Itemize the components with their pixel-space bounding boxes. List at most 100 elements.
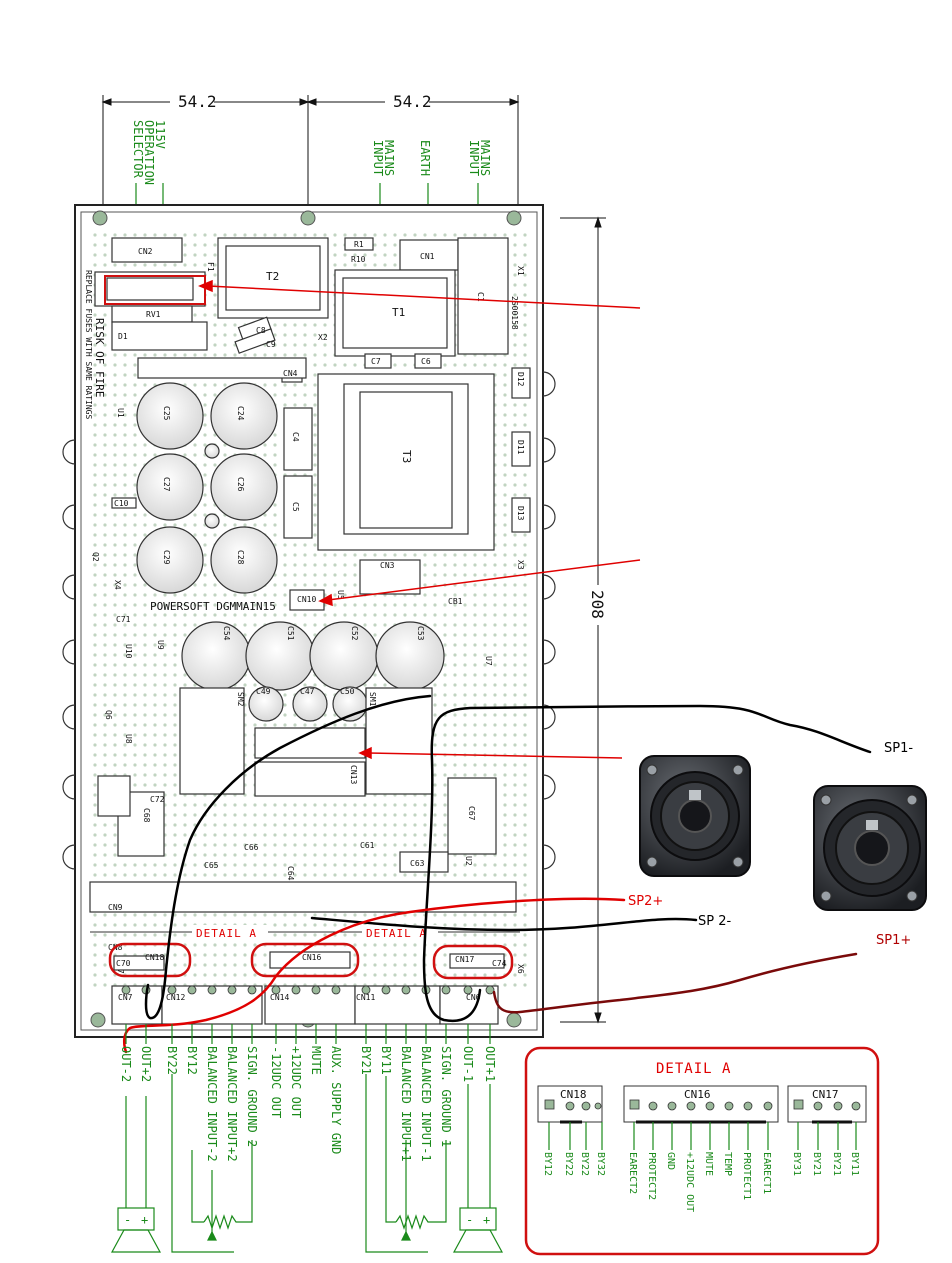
- label-u5: U5: [336, 590, 345, 600]
- annotation-sp2-plus: SP2+: [628, 894, 663, 909]
- annotation-sp2-minus: SP 2-: [698, 914, 731, 929]
- operation-selector-label-3: SELECTOR: [131, 120, 145, 179]
- bottom-label-texts: OUT-2 OUT+2 BY22 BY12 BALANCED INPUT-2 B…: [119, 1046, 497, 1162]
- dimension-height: 208: [588, 590, 607, 619]
- speaker-right-minus: -: [466, 1213, 473, 1227]
- warning-text: RISK OF FIRE: [93, 318, 106, 397]
- terminal-label: SIGN. GROUND 1: [439, 1046, 453, 1147]
- label-t1: T1: [392, 306, 405, 319]
- detail-pin-label: PROTECT1: [741, 1152, 752, 1200]
- label-c54: C54: [222, 626, 231, 641]
- operation-selector-label-1: 115V: [153, 120, 167, 149]
- detail-pin-label: BY21: [831, 1152, 842, 1176]
- label-u10: U10: [124, 644, 133, 659]
- label-cn14: CN14: [270, 993, 289, 1002]
- label-cn4: CN4: [283, 369, 298, 378]
- terminal-label: BALANCED INPUT+2: [225, 1046, 239, 1162]
- board-name: POWERSOFT DGMMAIN15: [150, 600, 276, 613]
- terminal-label: BALANCED INPUT-2: [205, 1046, 219, 1162]
- label-part-code: 2S00158: [510, 296, 519, 330]
- terminal-label: SIGN. GROUND 2: [245, 1046, 259, 1147]
- label-c47: C47: [300, 687, 315, 696]
- label-c26: C26: [236, 477, 245, 492]
- label-sm2: SM2: [236, 692, 245, 707]
- capacitor-bank: [136, 382, 445, 722]
- label-q2: Q2: [91, 552, 100, 562]
- terminal-label: +12UDC OUT: [289, 1046, 303, 1118]
- detail-highlights: [108, 942, 514, 980]
- label-d12: D12: [516, 372, 525, 387]
- label-c25: C25: [162, 406, 171, 421]
- label-c8: C8: [256, 326, 266, 335]
- label-t2: T2: [266, 270, 279, 283]
- annotation-sp1-minus: SP1-: [884, 741, 913, 756]
- label-x3: X3: [516, 560, 525, 570]
- label-d11: D11: [516, 440, 525, 455]
- detail-a-box: DETAIL A CN18 CN16 CN17: [524, 1046, 880, 1256]
- detail-cn16-label: CN16: [684, 1088, 711, 1101]
- detail-pin-label: BY22: [579, 1152, 590, 1176]
- detail-pin-label: TEMP: [722, 1152, 733, 1176]
- wire-sp1-minus: [422, 704, 872, 1023]
- label-u1: U1: [116, 408, 125, 418]
- label-c28: C28: [236, 550, 245, 565]
- terminal-label: OUT+1: [483, 1046, 497, 1082]
- speaker-right-plus: +: [483, 1213, 490, 1227]
- label-x1: X1: [516, 266, 525, 276]
- label-c68: C68: [142, 808, 151, 823]
- detail-pin-label: BY12: [542, 1152, 553, 1176]
- label-cn11: CN11: [356, 993, 375, 1002]
- dimension-top-right: 54.2: [393, 92, 432, 111]
- terminal-label: BY21: [359, 1046, 373, 1075]
- label-c6: C6: [421, 357, 431, 366]
- earth-label: EARTH: [418, 140, 432, 176]
- terminal-label: BALANCED INPUT-1: [419, 1046, 433, 1162]
- detail-pin-label: BY31: [791, 1152, 802, 1176]
- wire-sp2-minus: [310, 916, 698, 932]
- label-cn13: CN13: [349, 765, 358, 784]
- label-x4: X4: [113, 580, 122, 590]
- pointer-arrows: [198, 279, 641, 760]
- label-cn9: CN9: [108, 903, 123, 912]
- pcb-board: F1 RISK OF FIRE REPLACE FUSES WITH SAME …: [62, 204, 556, 1038]
- label-c53: C53: [416, 626, 425, 641]
- detail-pin-label: EARECT1: [761, 1152, 772, 1194]
- detail-cn18-label: CN18: [560, 1088, 587, 1101]
- label-t3: T3: [400, 450, 413, 463]
- label-c10: C10: [114, 499, 129, 508]
- fuse-label: F1: [206, 262, 215, 272]
- speaker-left-minus: -: [124, 1213, 131, 1227]
- label-c70: C70: [116, 959, 131, 968]
- label-cn3: CN3: [380, 561, 395, 570]
- detail-cn17-label: CN17: [812, 1088, 839, 1101]
- annotation-sp1-plus: SP1+: [876, 933, 911, 948]
- wire-sp2-long-black: [144, 694, 432, 1020]
- wire-sp1-plus: [492, 952, 858, 1014]
- label-c64: C64: [286, 866, 295, 881]
- terminal-label: AUX. SUPPLY GND: [329, 1046, 343, 1154]
- speakon-connector-2: [813, 785, 927, 911]
- label-cb1: CB1: [448, 597, 463, 606]
- label-cn10: CN10: [297, 595, 316, 604]
- label-cn1: CN1: [420, 252, 435, 261]
- label-c72: C72: [150, 795, 165, 804]
- label-c52: C52: [350, 626, 359, 641]
- label-c63: C63: [410, 859, 425, 868]
- speakon-connector-1: [639, 755, 751, 877]
- label-x2: X2: [318, 333, 328, 342]
- label-u2: U2: [464, 856, 473, 866]
- label-r1: R1: [354, 240, 364, 249]
- detail-pin-label: BY22: [563, 1152, 574, 1176]
- label-c67: C67: [467, 806, 476, 821]
- label-u7: U7: [484, 656, 493, 666]
- label-cn2: CN2: [138, 247, 153, 256]
- terminal-label: OUT-1: [461, 1046, 475, 1082]
- label-cn16: CN16: [302, 953, 321, 962]
- label-c61: C61: [360, 841, 375, 850]
- operation-selector-label-2: OPERATION: [142, 120, 156, 185]
- terminal-label: MUTE: [309, 1046, 323, 1075]
- terminal-label: BY11: [379, 1046, 393, 1075]
- label-x6: X6: [516, 964, 525, 974]
- label-c7: C7: [371, 357, 381, 366]
